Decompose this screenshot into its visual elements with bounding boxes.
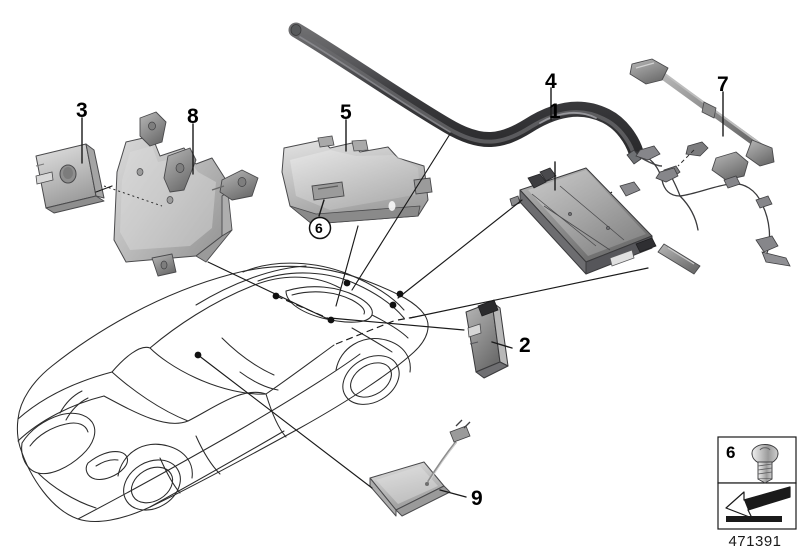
vehicle-outline <box>16 262 429 522</box>
callout-leader-lines <box>81 87 724 498</box>
part-cover-housing <box>281 135 433 225</box>
part-antenna-rod-harness <box>619 58 791 275</box>
callout-number-5[interactable]: 5 <box>340 101 352 124</box>
legend-box <box>717 436 797 530</box>
callout-number-8[interactable]: 8 <box>187 105 199 128</box>
circled-callout-6-ring[interactable] <box>308 216 332 240</box>
drawing-number: 471391 <box>728 533 782 550</box>
direction-arrow-icon <box>725 486 791 522</box>
callout-number-3[interactable]: 3 <box>76 99 88 122</box>
callout-number-9[interactable]: 9 <box>471 487 483 510</box>
circled-callout-number-6[interactable]: 6 <box>315 220 323 236</box>
screw-icon <box>751 444 779 484</box>
part-control-module <box>509 167 657 275</box>
legend-item-number-6: 6 <box>726 443 736 462</box>
callout-number-4[interactable]: 4 <box>545 70 557 93</box>
part-compact-module <box>465 299 509 379</box>
mount-point-leaders <box>95 133 649 489</box>
part-roof-antenna <box>369 419 471 517</box>
part-small-module <box>35 143 105 214</box>
callout-number-7[interactable]: 7 <box>717 73 729 96</box>
hidden-route-dashes <box>275 295 421 345</box>
mount-point-dots <box>194 279 404 359</box>
callout-number-1[interactable]: 1 <box>549 100 561 123</box>
callout-number-2[interactable]: 2 <box>519 334 531 357</box>
part-antenna-cable <box>288 22 663 167</box>
part-mounting-bracket <box>103 111 259 277</box>
